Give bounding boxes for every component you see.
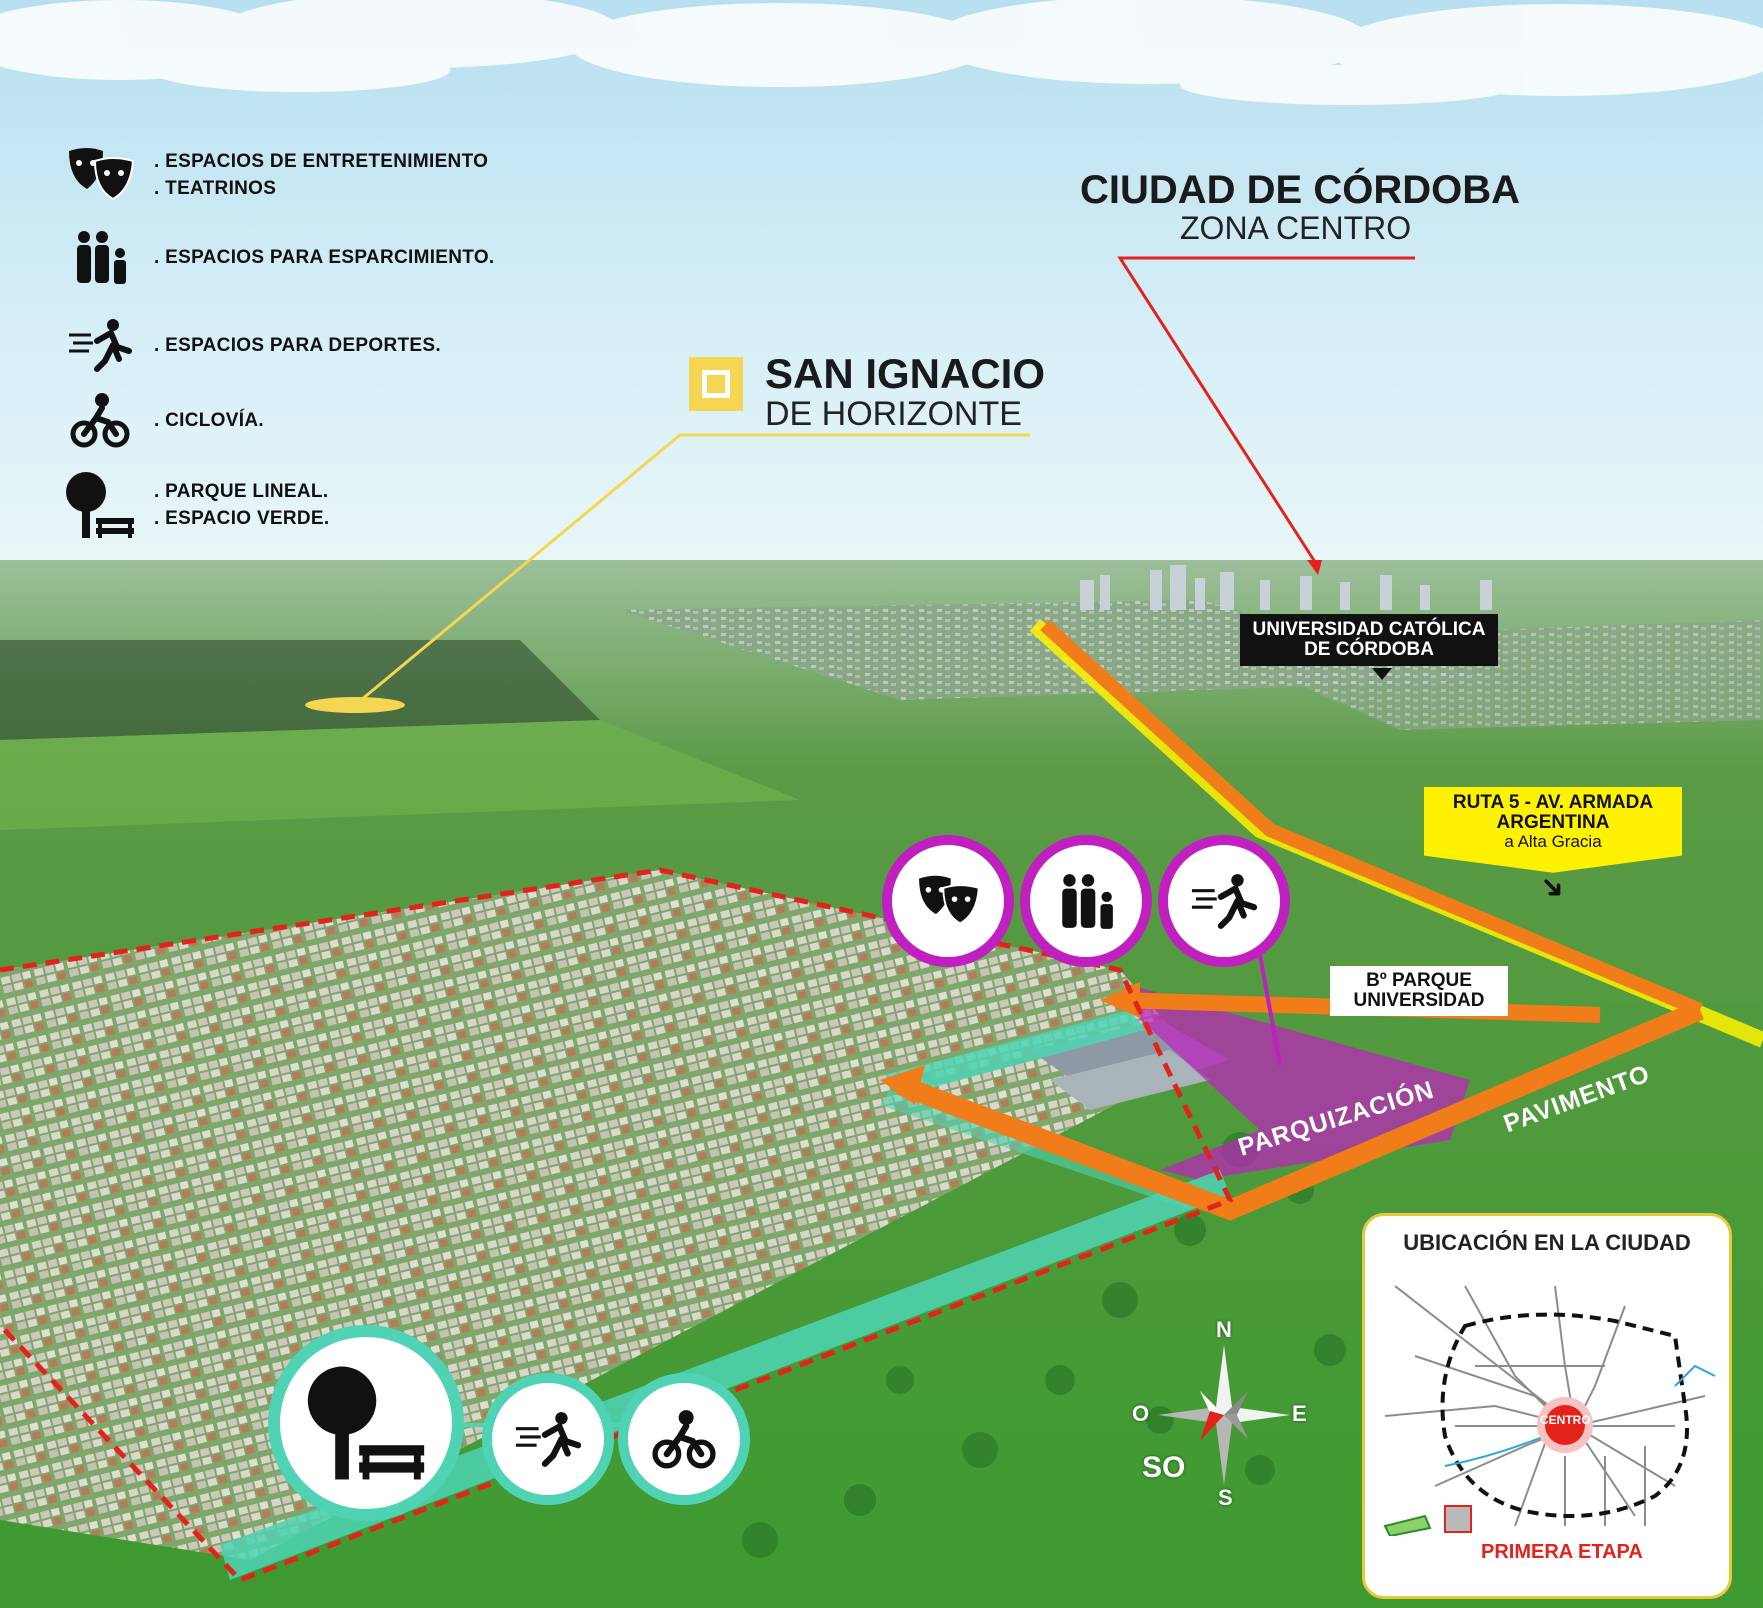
san-ignacio-marker-icon (689, 357, 743, 411)
tree-bench-icon (307, 1366, 425, 1480)
family-icon (60, 222, 140, 292)
theater-masks-icon (919, 875, 980, 925)
legend-text-line: . CICLOVÍA. (154, 409, 264, 431)
san-ignacio-subtitle: DE HORIZONTE (765, 395, 1022, 433)
compass-o: O (1132, 1401, 1150, 1426)
entertainment-circle (882, 835, 1014, 967)
ruta-label-line: RUTA 5 - AV. ARMADA (1452, 792, 1654, 813)
legend-text-line: . ESPACIOS PARA ESPARCIMIENTO. (154, 246, 495, 268)
tree-bench-icon (60, 470, 140, 540)
universidad-label-line: UNIVERSIDAD CATÓLICA (1252, 619, 1486, 640)
legend-item-recreation: . ESPACIOS PARA ESPARCIMIENTO. (60, 222, 495, 292)
cordoba-title: CIUDAD DE CÓRDOBA (1080, 168, 1520, 212)
legend-text-line: . ESPACIOS PARA DEPORTES. (154, 334, 441, 356)
bikeway-circle (618, 1373, 750, 1505)
cyclist-icon (60, 385, 140, 455)
universidad-pointer (1372, 668, 1392, 680)
ruta-label: RUTA 5 - AV. ARMADA ARGENTINA a Alta Gra… (1424, 787, 1682, 873)
legend-item-entertainment: . ESPACIOS DE ENTRETENIMIENTO . TEATRINO… (60, 140, 488, 210)
legend-item-bikeway: . CICLOVÍA. (60, 385, 264, 455)
ruta-sub-label: a Alta Gracia (1504, 831, 1602, 851)
san-ignacio-title: SAN IGNACIO (765, 350, 1046, 397)
sports-circle (1158, 835, 1290, 967)
legend-item-sports: . ESPACIOS PARA DEPORTES. (60, 310, 441, 380)
sports-circle-park (482, 1373, 614, 1505)
parque-universidad-label: Bº PARQUE UNIVERSIDAD (1330, 966, 1508, 1016)
parque-universidad-line: Bº PARQUE (1366, 970, 1472, 991)
compass-e: E (1292, 1401, 1307, 1426)
compass-n: N (1216, 1317, 1232, 1342)
universidad-label-line: DE CÓRDOBA (1304, 638, 1434, 660)
ruta-label-line: ARGENTINA (1496, 811, 1610, 833)
legend-text-line: . TEATRINOS (154, 178, 277, 199)
inset-title: UBICACIÓN EN LA CIUDAD (1403, 1230, 1691, 1255)
compass: N S E O SO (1132, 1317, 1307, 1510)
compass-s: S (1218, 1485, 1233, 1510)
legend-text-line: . ESPACIO VERDE. (154, 508, 330, 529)
city-location-inset: UBICACIÓN EN LA CIUDAD CENTRO PRIMERA ET… (1362, 1213, 1732, 1599)
centro-label: CENTRO (1540, 1413, 1591, 1427)
universidad-label: UNIVERSIDAD CATÓLICA DE CÓRDOBA (1240, 614, 1498, 666)
city-street-map (1383, 1285, 1716, 1536)
runner-icon (515, 1412, 582, 1467)
compass-so: SO (1142, 1451, 1186, 1484)
cordoba-subtitle: ZONA CENTRO (1180, 210, 1412, 246)
primera-etapa-label: PRIMERA ETAPA (1481, 1541, 1643, 1563)
linear-park-circle (268, 1325, 464, 1521)
runner-icon (60, 310, 140, 380)
legend-text-line: . ESPACIOS DE ENTRETENIMIENTO (154, 151, 489, 172)
family-icon (1062, 874, 1113, 929)
legend-item-linear-park: . PARQUE LINEAL. . ESPACIO VERDE. (60, 470, 329, 540)
cyclist-icon (652, 1410, 716, 1469)
compass-rose-icon (1158, 1345, 1290, 1485)
legend-text-line: . PARQUE LINEAL. (154, 481, 329, 502)
theater-masks-icon (60, 140, 140, 210)
recreation-circle (1020, 835, 1152, 967)
parque-universidad-line: UNIVERSIDAD (1353, 989, 1485, 1011)
runner-icon (1191, 874, 1258, 929)
